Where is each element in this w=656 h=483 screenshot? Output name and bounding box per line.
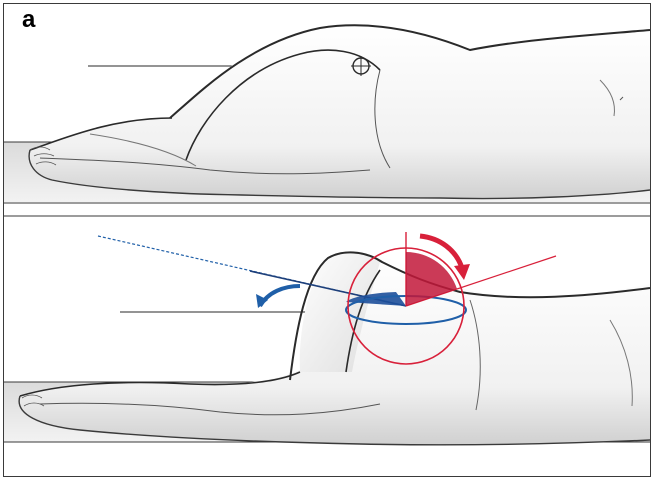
curved-arrow-icon: [256, 286, 300, 308]
top-panel: [4, 25, 650, 203]
panel-label: a: [22, 8, 35, 32]
bottom-panel: [4, 232, 650, 445]
